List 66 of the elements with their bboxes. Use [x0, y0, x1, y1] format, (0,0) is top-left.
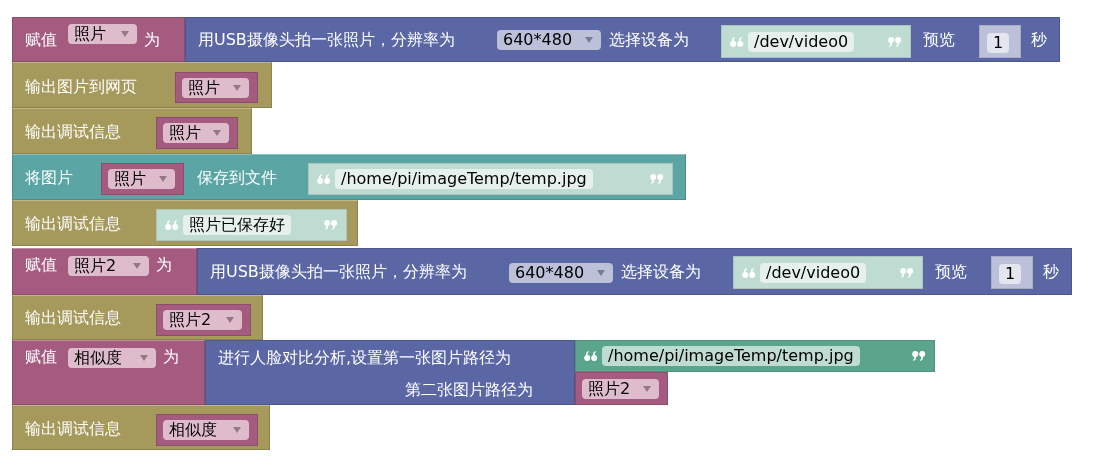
statement-block	[12, 248, 197, 295]
block-label: 输出调试信息	[25, 419, 121, 439]
text-block	[733, 256, 923, 289]
block-label: 用USB摄像头拍一张照片，分辨率为	[210, 262, 467, 282]
block-label: 为	[144, 30, 160, 50]
text-field: /home/pi/imageTemp/temp.jpg	[335, 169, 593, 189]
text-block	[156, 209, 347, 241]
number-field: 1	[999, 263, 1022, 284]
block-label: 赋值	[25, 347, 57, 367]
number-field: 1	[987, 32, 1010, 53]
block-label: 用USB摄像头拍一张照片，分辨率为	[198, 30, 455, 50]
value-block	[197, 248, 1072, 295]
block-label: 为	[163, 347, 179, 367]
block-label: 将图片	[25, 168, 73, 188]
text-block	[721, 25, 911, 58]
statement-block	[12, 62, 272, 108]
dropdown-field: 照片	[108, 169, 175, 189]
block-label: 输出图片到网页	[25, 77, 137, 97]
text-field: /dev/video0	[760, 262, 867, 283]
statement-block	[12, 340, 205, 405]
block-label: 第二张图片路径为	[405, 380, 533, 400]
dropdown-field: 照片2	[163, 310, 242, 330]
block-label: 输出调试信息	[25, 308, 121, 328]
statement-block	[12, 200, 358, 246]
block-label: 赋值	[25, 255, 57, 275]
dropdown-field: 照片	[182, 77, 249, 98]
statement-block	[12, 17, 185, 62]
dropdown-field: 相似度	[163, 420, 249, 440]
block-label: 进行人脸对比分析,设置第一张图片路径为	[218, 348, 512, 368]
dropdown-field: 照片	[68, 24, 137, 44]
dropdown-field: 照片2	[582, 378, 659, 399]
block-label: 输出调试信息	[25, 214, 121, 234]
text-block	[575, 340, 935, 372]
number-block	[979, 25, 1021, 58]
number-block	[991, 256, 1033, 289]
variable-block	[156, 117, 238, 149]
dropdown-field: 相似度	[68, 348, 156, 368]
block-label: 保存到文件	[197, 168, 277, 188]
variable-block	[175, 72, 258, 103]
variable-block	[156, 414, 258, 446]
value-block	[185, 17, 1060, 62]
text-block	[308, 163, 673, 195]
variable-block	[156, 304, 251, 336]
dropdown-field: 640*480	[497, 30, 601, 50]
text-field: 照片已保存好	[183, 215, 291, 235]
statement-block	[12, 154, 686, 200]
statement-block	[12, 295, 263, 340]
dropdown-field: 640*480	[509, 263, 613, 283]
block-label: 秒	[1043, 262, 1059, 282]
statement-block	[12, 405, 270, 450]
block-label: 预览	[935, 262, 967, 282]
block-label: 秒	[1031, 30, 1047, 50]
block-label: 为	[156, 255, 172, 275]
block-label: 赋值	[25, 30, 57, 50]
variable-block	[575, 372, 668, 405]
value-block	[205, 340, 575, 405]
dropdown-field: 照片2	[68, 256, 149, 276]
statement-block	[12, 108, 252, 154]
dropdown-field: 照片	[163, 123, 229, 143]
block-label: 预览	[923, 30, 955, 50]
text-field: /dev/video0	[748, 31, 855, 52]
block-label: 选择设备为	[609, 30, 689, 50]
variable-block	[101, 163, 184, 195]
block-label: 输出调试信息	[25, 122, 121, 142]
text-field: /home/pi/imageTemp/temp.jpg	[602, 346, 860, 366]
block-label: 选择设备为	[621, 262, 701, 282]
